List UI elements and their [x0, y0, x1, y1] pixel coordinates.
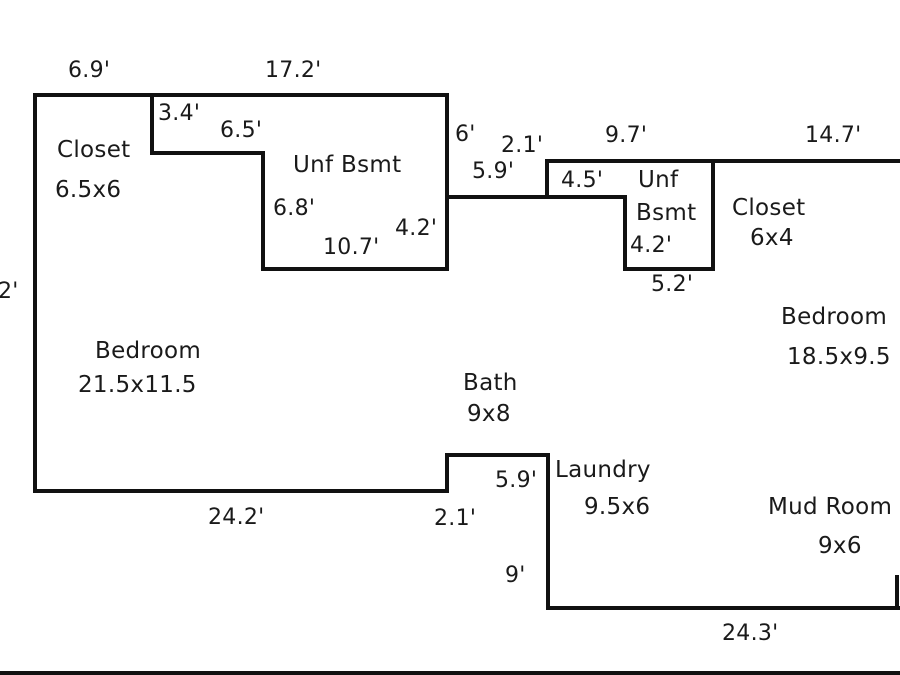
room-closet-left-name: Closet — [57, 137, 131, 163]
room-bedroom-right-size: 18.5x9.5 — [787, 344, 891, 370]
room-laundry-size: 9.5x6 — [584, 494, 651, 520]
wall-top-left — [33, 93, 715, 271]
dim-closet-notch-width: 3.4' — [158, 101, 201, 126]
room-bedroom-left-name: Bedroom — [95, 338, 202, 364]
dim-top-mid: 17.2' — [265, 58, 322, 83]
wall-left-outline — [33, 93, 900, 610]
dim-right-notch-width: 4.5' — [561, 168, 604, 193]
room-bath-name: Bath — [463, 370, 518, 396]
dim-right-bsmt-height: 4.2' — [630, 233, 673, 258]
dim-bottom-left: 24.2' — [208, 505, 265, 530]
dim-bsmt-right-height: 4.2' — [395, 216, 438, 241]
dim-laundry-height: 5.9' — [495, 468, 538, 493]
dim-bsmt-bottom: 10.7' — [323, 235, 380, 260]
dim-notch-step: 6.5' — [220, 118, 263, 143]
dim-top-right-mid: 9.7' — [605, 123, 648, 148]
room-unf-bsmt-right-line1: Unf — [638, 167, 679, 193]
room-unf-bsmt-left-name: Unf Bsmt — [293, 152, 402, 178]
room-closet-left-size: 6.5x6 — [55, 177, 122, 203]
room-bath-size: 9x8 — [467, 401, 511, 427]
room-closet-right-name: Closet — [732, 195, 806, 221]
dim-bottom-right: 24.3' — [722, 621, 779, 646]
dim-top-right: 14.7' — [805, 123, 862, 148]
dim-top-left: 6.9' — [68, 58, 111, 83]
dim-small-step-top: 2.1' — [501, 133, 544, 158]
dim-left-wall: 2' — [0, 279, 19, 304]
dim-right-bsmt-bottom: 5.2' — [651, 272, 694, 297]
room-mud-room-size: 9x6 — [818, 533, 862, 559]
room-laundry-name: Laundry — [555, 457, 651, 483]
bottom-border-line — [0, 671, 900, 675]
room-bedroom-right-name: Bedroom — [781, 304, 888, 330]
room-bedroom-left-size: 21.5x11.5 — [78, 372, 197, 398]
dim-bsmt-left-height: 6.8' — [273, 196, 316, 221]
dim-corridor-length: 5.9' — [472, 159, 515, 184]
wall-closet-notch — [150, 93, 449, 271]
dim-bottom-step: 2.1' — [434, 506, 477, 531]
dim-laundry-wall: 9' — [505, 563, 526, 588]
room-mud-room-name: Mud Room — [768, 494, 893, 520]
room-unf-bsmt-right-line2: Bsmt — [636, 200, 697, 226]
room-closet-right-size: 6x4 — [750, 225, 794, 251]
dim-corridor-height: 6' — [455, 122, 476, 147]
